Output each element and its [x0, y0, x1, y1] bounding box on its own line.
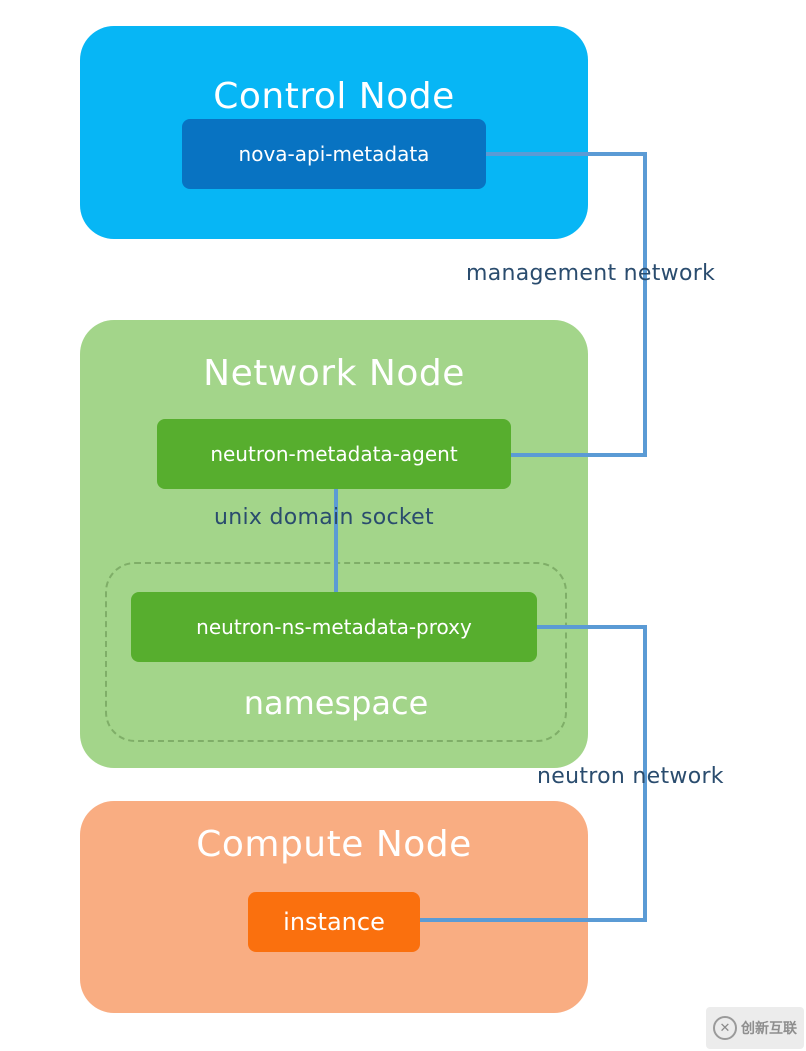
neutron-network-label: neutron network	[537, 764, 724, 789]
unix-domain-socket-label: unix domain socket	[214, 505, 434, 530]
nova-api-metadata-service: nova-api-metadata	[182, 119, 486, 189]
management-network-link	[486, 152, 647, 457]
neutron-network-link	[420, 625, 647, 922]
compute-node-title: Compute Node	[196, 824, 472, 865]
neutron-metadata-agent-service: neutron-metadata-agent	[157, 419, 511, 489]
network-node-container: Network Node	[80, 320, 588, 768]
watermark: ✕ 创新互联	[706, 1007, 804, 1049]
management-network-label: management network	[466, 261, 716, 286]
control-node-title: Control Node	[213, 76, 455, 117]
chuangxin-hulian-logo-icon: ✕	[713, 1016, 737, 1040]
network-node-title: Network Node	[203, 353, 465, 394]
neutron-ns-metadata-proxy-service: neutron-ns-metadata-proxy	[131, 592, 537, 662]
control-node-container: Control Node	[80, 26, 588, 239]
watermark-text: 创新互联	[741, 1021, 797, 1037]
namespace-label: namespace	[243, 684, 429, 722]
instance-service: instance	[248, 892, 420, 952]
